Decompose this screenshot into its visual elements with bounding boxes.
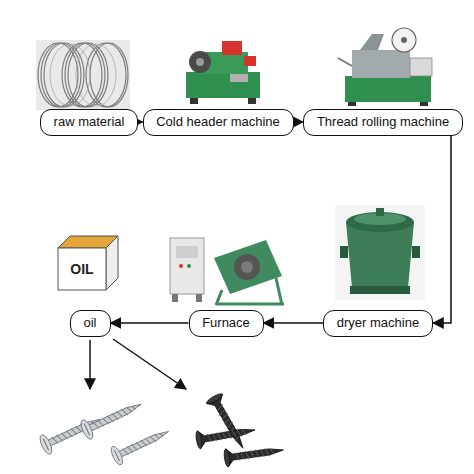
box-label: OIL xyxy=(70,261,93,277)
wire-coil xyxy=(36,40,130,110)
node-text: dryer machine xyxy=(337,315,419,331)
flow-arrow xyxy=(111,322,189,324)
process-box: Cold header machine xyxy=(143,109,294,136)
process-box: Thread rolling machine xyxy=(303,109,463,136)
node-text: Furnace xyxy=(202,315,250,331)
cold-header-machine xyxy=(186,41,260,104)
thread-rolling-machine xyxy=(338,28,432,106)
dryer-machine xyxy=(335,205,425,300)
product-arrows xyxy=(90,339,186,389)
black-screws xyxy=(195,392,285,467)
flow-arrow xyxy=(264,322,324,324)
process-box: dryer machine xyxy=(323,310,433,337)
node-text: raw material xyxy=(54,114,125,130)
process-box: oil xyxy=(70,310,111,337)
node-text: Cold header machine xyxy=(156,114,280,130)
flow-arrow xyxy=(138,121,143,123)
oil-box xyxy=(58,236,118,290)
flow-arrow xyxy=(294,121,304,123)
process-box: Furnace xyxy=(189,310,264,337)
node-text: Thread rolling machine xyxy=(317,114,449,130)
silver-screws xyxy=(38,395,173,467)
furnace xyxy=(170,238,284,305)
process-box: raw material xyxy=(40,109,138,136)
node-text: oil xyxy=(83,315,96,331)
flow-arrow xyxy=(433,136,451,324)
